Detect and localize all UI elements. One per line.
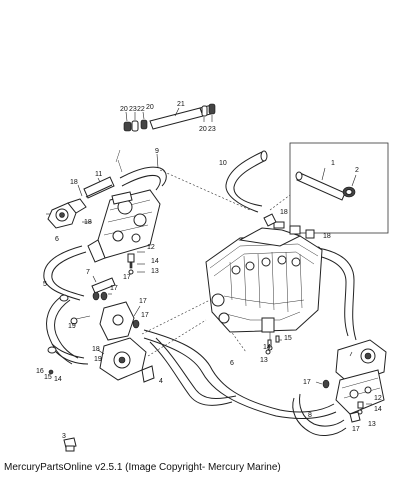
callout-21: 21 <box>177 101 185 108</box>
callout-19: 19 <box>68 323 76 330</box>
callout-13: 13 <box>151 268 159 275</box>
left-exhaust-manifold <box>82 189 161 263</box>
callout-18: 18 <box>323 233 331 240</box>
callout-13: 13 <box>368 421 376 428</box>
callout-4: 4 <box>159 378 163 385</box>
hose-10 <box>225 150 268 213</box>
hose-11 <box>83 176 115 199</box>
callout-6: 6 <box>55 236 59 243</box>
callout-10: 10 <box>219 160 227 167</box>
callout-12: 12 <box>374 395 382 402</box>
callout-17: 17 <box>303 379 311 386</box>
callout-14: 14 <box>151 258 159 265</box>
callout-17: 17 <box>139 298 147 305</box>
callout-16: 16 <box>36 368 44 375</box>
callout-20: 20 <box>146 104 154 111</box>
detail-box-1-2 <box>269 142 389 243</box>
callout-15: 15 <box>44 374 52 381</box>
callout-7: 7 <box>86 269 90 276</box>
item-3-fitting <box>63 437 77 452</box>
engine-block <box>205 213 323 355</box>
left-fitting-group <box>127 251 145 275</box>
hose-21-assembly <box>123 103 216 132</box>
center-fasteners <box>267 332 273 351</box>
callout-2: 2 <box>355 167 359 174</box>
callout-11: 11 <box>95 171 102 178</box>
callout-3: 3 <box>62 433 66 440</box>
hose-7-and-clamps <box>91 275 116 301</box>
right-manifold-assembly <box>315 339 387 423</box>
callout-23: 23 <box>129 106 137 113</box>
callout-17: 17 <box>123 274 131 281</box>
callout-23: 23 <box>208 126 216 133</box>
callout-18: 18 <box>280 209 288 216</box>
callout-13: 13 <box>260 357 268 364</box>
callout-5: 5 <box>43 281 47 288</box>
callout-17: 17 <box>352 426 360 433</box>
callout-1: 1 <box>331 160 335 167</box>
callout-22: 22 <box>137 106 145 113</box>
callout-18: 18 <box>70 179 78 186</box>
callout-19: 19 <box>94 356 102 363</box>
callout-9: 9 <box>155 148 159 155</box>
callout-14: 14 <box>263 344 271 351</box>
callout-20: 20 <box>199 126 207 133</box>
callout-6: 6 <box>230 360 234 367</box>
copyright-caption: MercuryPartsOnline v2.5.1 (Image Copyrig… <box>4 462 281 473</box>
callout-17: 17 <box>110 285 118 292</box>
callout-14: 14 <box>374 406 382 413</box>
callout-17: 17 <box>141 312 149 319</box>
left-lower-pump <box>97 337 155 383</box>
dashed-guides <box>141 169 273 357</box>
left-hoses <box>43 245 89 375</box>
callout-18: 18 <box>84 219 92 226</box>
callout-labels: 20 23 22 20 21 20 23 11 9 10 1 2 18 18 1… <box>36 101 382 440</box>
callout-14: 14 <box>54 376 62 383</box>
center-left-housing <box>75 301 141 341</box>
callout-20: 20 <box>120 106 128 113</box>
hose-9 <box>115 149 167 191</box>
left-pump-assembly <box>46 184 87 229</box>
callout-12: 12 <box>147 244 155 251</box>
callout-8: 8 <box>308 412 312 419</box>
callout-15: 15 <box>284 335 292 342</box>
callout-18: 18 <box>92 346 100 353</box>
long-hoses-4-6 <box>143 329 347 436</box>
